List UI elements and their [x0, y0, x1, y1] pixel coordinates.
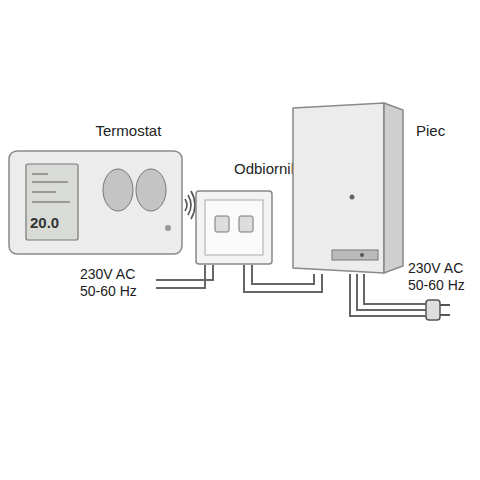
device-drawing	[292, 102, 404, 274]
radio-wave	[191, 191, 195, 219]
radio-wave	[188, 195, 191, 215]
thermostat-unit: Termostat	[8, 150, 183, 255]
radio-wave	[185, 199, 187, 211]
device-drawing	[8, 150, 183, 255]
receiver-unit: Odbiornik	[195, 190, 273, 265]
device-drawing	[195, 190, 273, 265]
plug-pin	[440, 305, 450, 315]
mains-wire	[156, 265, 205, 288]
supply-label: 230V AC 50-60 Hz	[408, 260, 476, 294]
mains-wire	[156, 265, 213, 280]
device-name: Piec	[416, 122, 445, 139]
mains-plug	[426, 300, 440, 320]
furnace-unit: Piec	[292, 102, 404, 274]
lcd-temperature: 20.0	[30, 214, 76, 231]
device-name: Termostat	[96, 122, 162, 139]
supply-label: 230V AC 50-60 Hz	[80, 266, 150, 300]
device-name: Odbiornik	[234, 160, 298, 177]
